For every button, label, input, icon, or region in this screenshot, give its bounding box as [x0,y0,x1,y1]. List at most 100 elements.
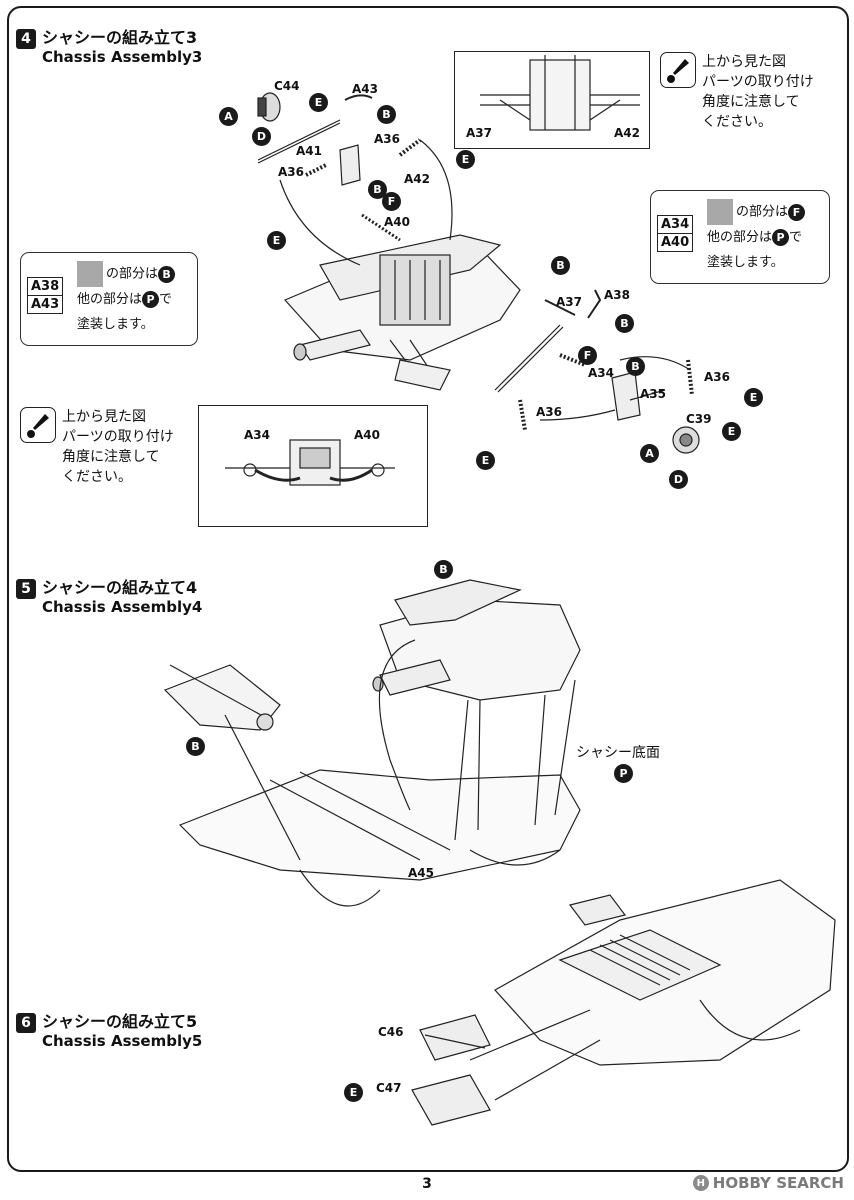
paint-line-1: の部分は [106,266,159,282]
gray-swatch-icon [77,261,103,287]
part-code-stack: A34 A40 [657,215,694,252]
step-6-title-en: Chassis Assembly5 [42,1032,203,1050]
part-label-a36-upper: A36 [374,132,400,146]
attention-icon [660,52,696,88]
gray-swatch-icon [707,199,733,225]
part-label-a36-right: A36 [704,370,730,384]
step-6-title-jp: シャシーの組み立て5 [42,1012,198,1031]
color-mark-b: B [615,314,634,333]
part-label-a37-inset: A37 [466,126,492,140]
color-mark-e: E [744,388,763,407]
paint-line-2: 他の部分は [77,292,143,307]
color-mark-b: B [368,180,387,199]
part-label-c39: C39 [686,412,712,426]
step-5-header: 5 シャシーの組み立て4 Chassis Assembly4 [16,578,202,617]
color-mark-e: E [309,93,328,112]
part-label-a35: A35 [640,387,666,401]
page-number: 3 [422,1176,432,1192]
color-mark-b: B [434,560,453,579]
attention-line-1: 上から見た図 [702,54,786,70]
inset-top-view-a34-a40 [225,439,395,486]
paint-line-2: 他の部分は [707,230,773,245]
color-mark-p: P [614,764,633,783]
part-label-c46: C46 [378,1025,404,1039]
part-code-stack: A38 A43 [27,277,64,314]
step-4-header: 4 シャシーの組み立て3 Chassis Assembly3 [16,28,202,67]
step-4-number: 4 [16,29,36,49]
step-4-title-en: Chassis Assembly3 [42,48,203,66]
attention-line-1: 上から見た図 [62,409,146,425]
color-mark-e: E [456,150,475,169]
color-mark-a: A [640,444,659,463]
step-5-number: 5 [16,579,36,599]
step-6-header: 6 シャシーの組み立て5 Chassis Assembly5 [16,1012,202,1051]
attention-line-2: パーツの取り付け [62,429,174,445]
step-5-title-jp: シャシーの組み立て4 [42,578,198,597]
color-mark-p: P [772,229,790,246]
color-mark-f: F [382,192,401,211]
step-6-number: 6 [16,1013,36,1033]
color-mark-b: B [186,737,205,756]
step5-chassis-drawing [163,579,581,907]
color-mark-d: D [669,470,688,489]
inset-top-view-a37-a42 [480,55,640,131]
part-label-a45: A45 [408,866,434,880]
color-mark-e: E [267,231,286,250]
part-label-a36-left: A36 [278,165,304,179]
part-label-a43: A43 [352,82,378,96]
color-mark-d: D [252,127,271,146]
part-label-a37: A37 [556,295,582,309]
inset-view-bottom [198,405,428,527]
part-label-a36-lower: A36 [536,405,562,419]
attention-icon [20,407,56,443]
attention-line-3: 角度に注意して [702,94,800,110]
part-code-a38: A38 [28,278,63,296]
attention-note-bottom: 上から見た図 パーツの取り付け 角度に注意して ください。 [20,407,174,487]
step6-chassis-drawing [411,879,836,1126]
part-code-a34: A34 [658,216,693,234]
chassis-bottom-label: シャシー底面 [576,745,660,761]
part-label-a41: A41 [296,144,322,158]
step-4-title-jp: シャシーの組み立て3 [42,28,198,47]
part-code-a40: A40 [661,235,690,250]
part-label-a38: A38 [604,288,630,302]
watermark-logo-icon: H [692,1175,709,1191]
part-label-c44: C44 [274,79,300,93]
paint-line-2-suffix: で [789,230,803,245]
paint-line-2-suffix: で [159,292,173,307]
part-label-c47: C47 [376,1081,402,1095]
step4-chassis-drawing [257,92,700,454]
part-code-a43: A43 [31,297,60,312]
attention-line-4: ください。 [702,114,772,130]
paint-line-1: の部分は [736,204,789,220]
color-mark-b: B [626,357,645,376]
watermark: H HOBBY SEARCH [692,1174,844,1192]
watermark-text: HOBBY SEARCH [712,1174,844,1192]
part-label-a40: A40 [384,215,410,229]
color-mark-e: E [722,422,741,441]
attention-note-top: 上から見た図 パーツの取り付け 角度に注意して ください。 [660,52,814,132]
color-mark-p: P [142,291,160,308]
attention-line-2: パーツの取り付け [702,74,814,90]
color-mark-e: E [476,451,495,470]
paint-line-3: 塗装します。 [77,317,154,332]
color-mark-f: F [578,346,597,365]
inset-view-top [454,51,650,149]
part-label-a42-inset: A42 [614,126,640,140]
color-mark-b: B [377,105,396,124]
step-5-title-en: Chassis Assembly4 [42,598,203,616]
color-mark-b: B [551,256,570,275]
color-mark-e: E [344,1083,363,1102]
attention-line-4: ください。 [62,469,132,485]
color-mark-f: F [788,203,806,221]
part-label-a34: A34 [588,366,614,380]
paint-line-3: 塗装します。 [707,255,784,270]
color-mark-a: A [219,107,238,126]
part-label-a40-inset: A40 [354,428,380,442]
attention-line-3: 角度に注意して [62,449,160,465]
color-mark-b: B [158,265,176,283]
part-label-a34-inset: A34 [244,428,270,442]
